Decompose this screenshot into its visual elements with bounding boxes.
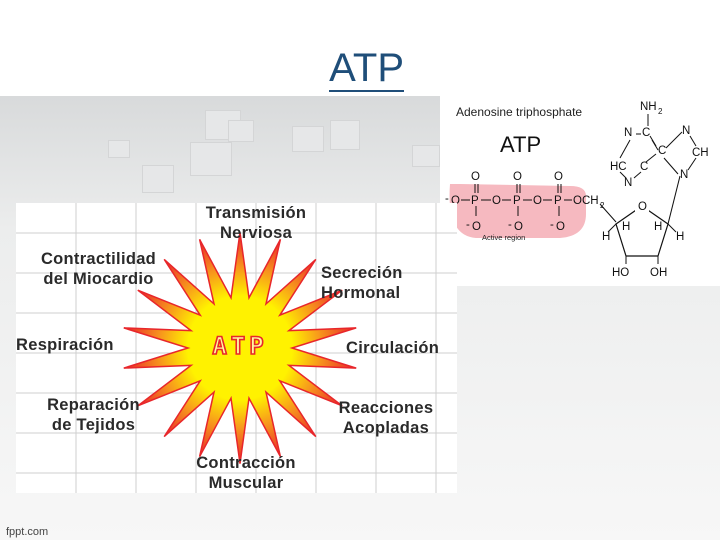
svg-text:H: H bbox=[676, 231, 684, 243]
svg-text:H: H bbox=[602, 231, 610, 243]
label-circulacion: Circulación bbox=[346, 339, 440, 357]
svg-text:H: H bbox=[622, 221, 630, 233]
svg-text:O: O bbox=[472, 221, 481, 233]
svg-text:O: O bbox=[556, 221, 565, 233]
svg-text:N: N bbox=[682, 125, 690, 137]
svg-text:O: O bbox=[451, 195, 460, 207]
svg-text:O: O bbox=[554, 171, 563, 183]
svg-text:C: C bbox=[640, 161, 648, 173]
svg-text:P: P bbox=[471, 195, 479, 207]
slide-title: ATP bbox=[329, 46, 404, 92]
svg-text:P: P bbox=[554, 195, 562, 207]
svg-text:NH: NH bbox=[640, 101, 657, 113]
phosphate-chain: - O P O P O P OCH 2 O O O bbox=[445, 171, 605, 233]
svg-text:O: O bbox=[533, 195, 542, 207]
svg-text:C: C bbox=[658, 145, 666, 157]
decorative-cube bbox=[108, 140, 130, 158]
molecule-name: ATP bbox=[500, 132, 541, 157]
svg-text:-: - bbox=[466, 219, 470, 231]
svg-text:CH: CH bbox=[692, 147, 709, 159]
decorative-cube bbox=[142, 165, 174, 193]
molecule-caption: Adenosine triphosphate bbox=[456, 105, 582, 119]
svg-text:O: O bbox=[513, 171, 522, 183]
svg-text:O: O bbox=[471, 171, 480, 183]
svg-text:H: H bbox=[654, 221, 662, 233]
atp-starburst bbox=[123, 232, 357, 464]
ribose-ring: O H H H H HO OH bbox=[599, 175, 684, 279]
svg-text:OH: OH bbox=[650, 267, 667, 279]
decorative-cube bbox=[412, 145, 440, 167]
svg-text:HC: HC bbox=[610, 161, 627, 173]
footer-credit: fppt.com bbox=[6, 526, 49, 538]
decorative-cube bbox=[292, 126, 324, 152]
svg-text:P: P bbox=[513, 195, 521, 207]
svg-text:-: - bbox=[508, 219, 512, 231]
svg-text:O: O bbox=[638, 201, 647, 213]
decorative-cube bbox=[228, 120, 254, 142]
center-atp-label: ATP bbox=[212, 332, 267, 360]
svg-text:-: - bbox=[550, 219, 554, 231]
decorative-cube bbox=[190, 142, 232, 176]
adenine-base: NH 2 N C HC C N N CH N C bbox=[610, 101, 709, 189]
svg-text:N: N bbox=[624, 177, 632, 189]
atp-molecule-figure: Adenosine triphosphate ATP - O P O P O P… bbox=[440, 96, 720, 286]
svg-text:2: 2 bbox=[600, 201, 605, 210]
active-region-label: Active region bbox=[482, 233, 525, 242]
svg-text:N: N bbox=[624, 127, 632, 139]
svg-text:HO: HO bbox=[612, 267, 629, 279]
svg-text:OCH: OCH bbox=[573, 195, 599, 207]
svg-text:2: 2 bbox=[658, 107, 663, 116]
svg-text:N: N bbox=[680, 169, 688, 181]
svg-text:C: C bbox=[642, 127, 650, 139]
label-respiracion: Respiración bbox=[16, 336, 114, 354]
svg-text:O: O bbox=[492, 195, 501, 207]
svg-text:-: - bbox=[445, 193, 449, 205]
svg-text:O: O bbox=[514, 221, 523, 233]
decorative-cube bbox=[330, 120, 360, 150]
